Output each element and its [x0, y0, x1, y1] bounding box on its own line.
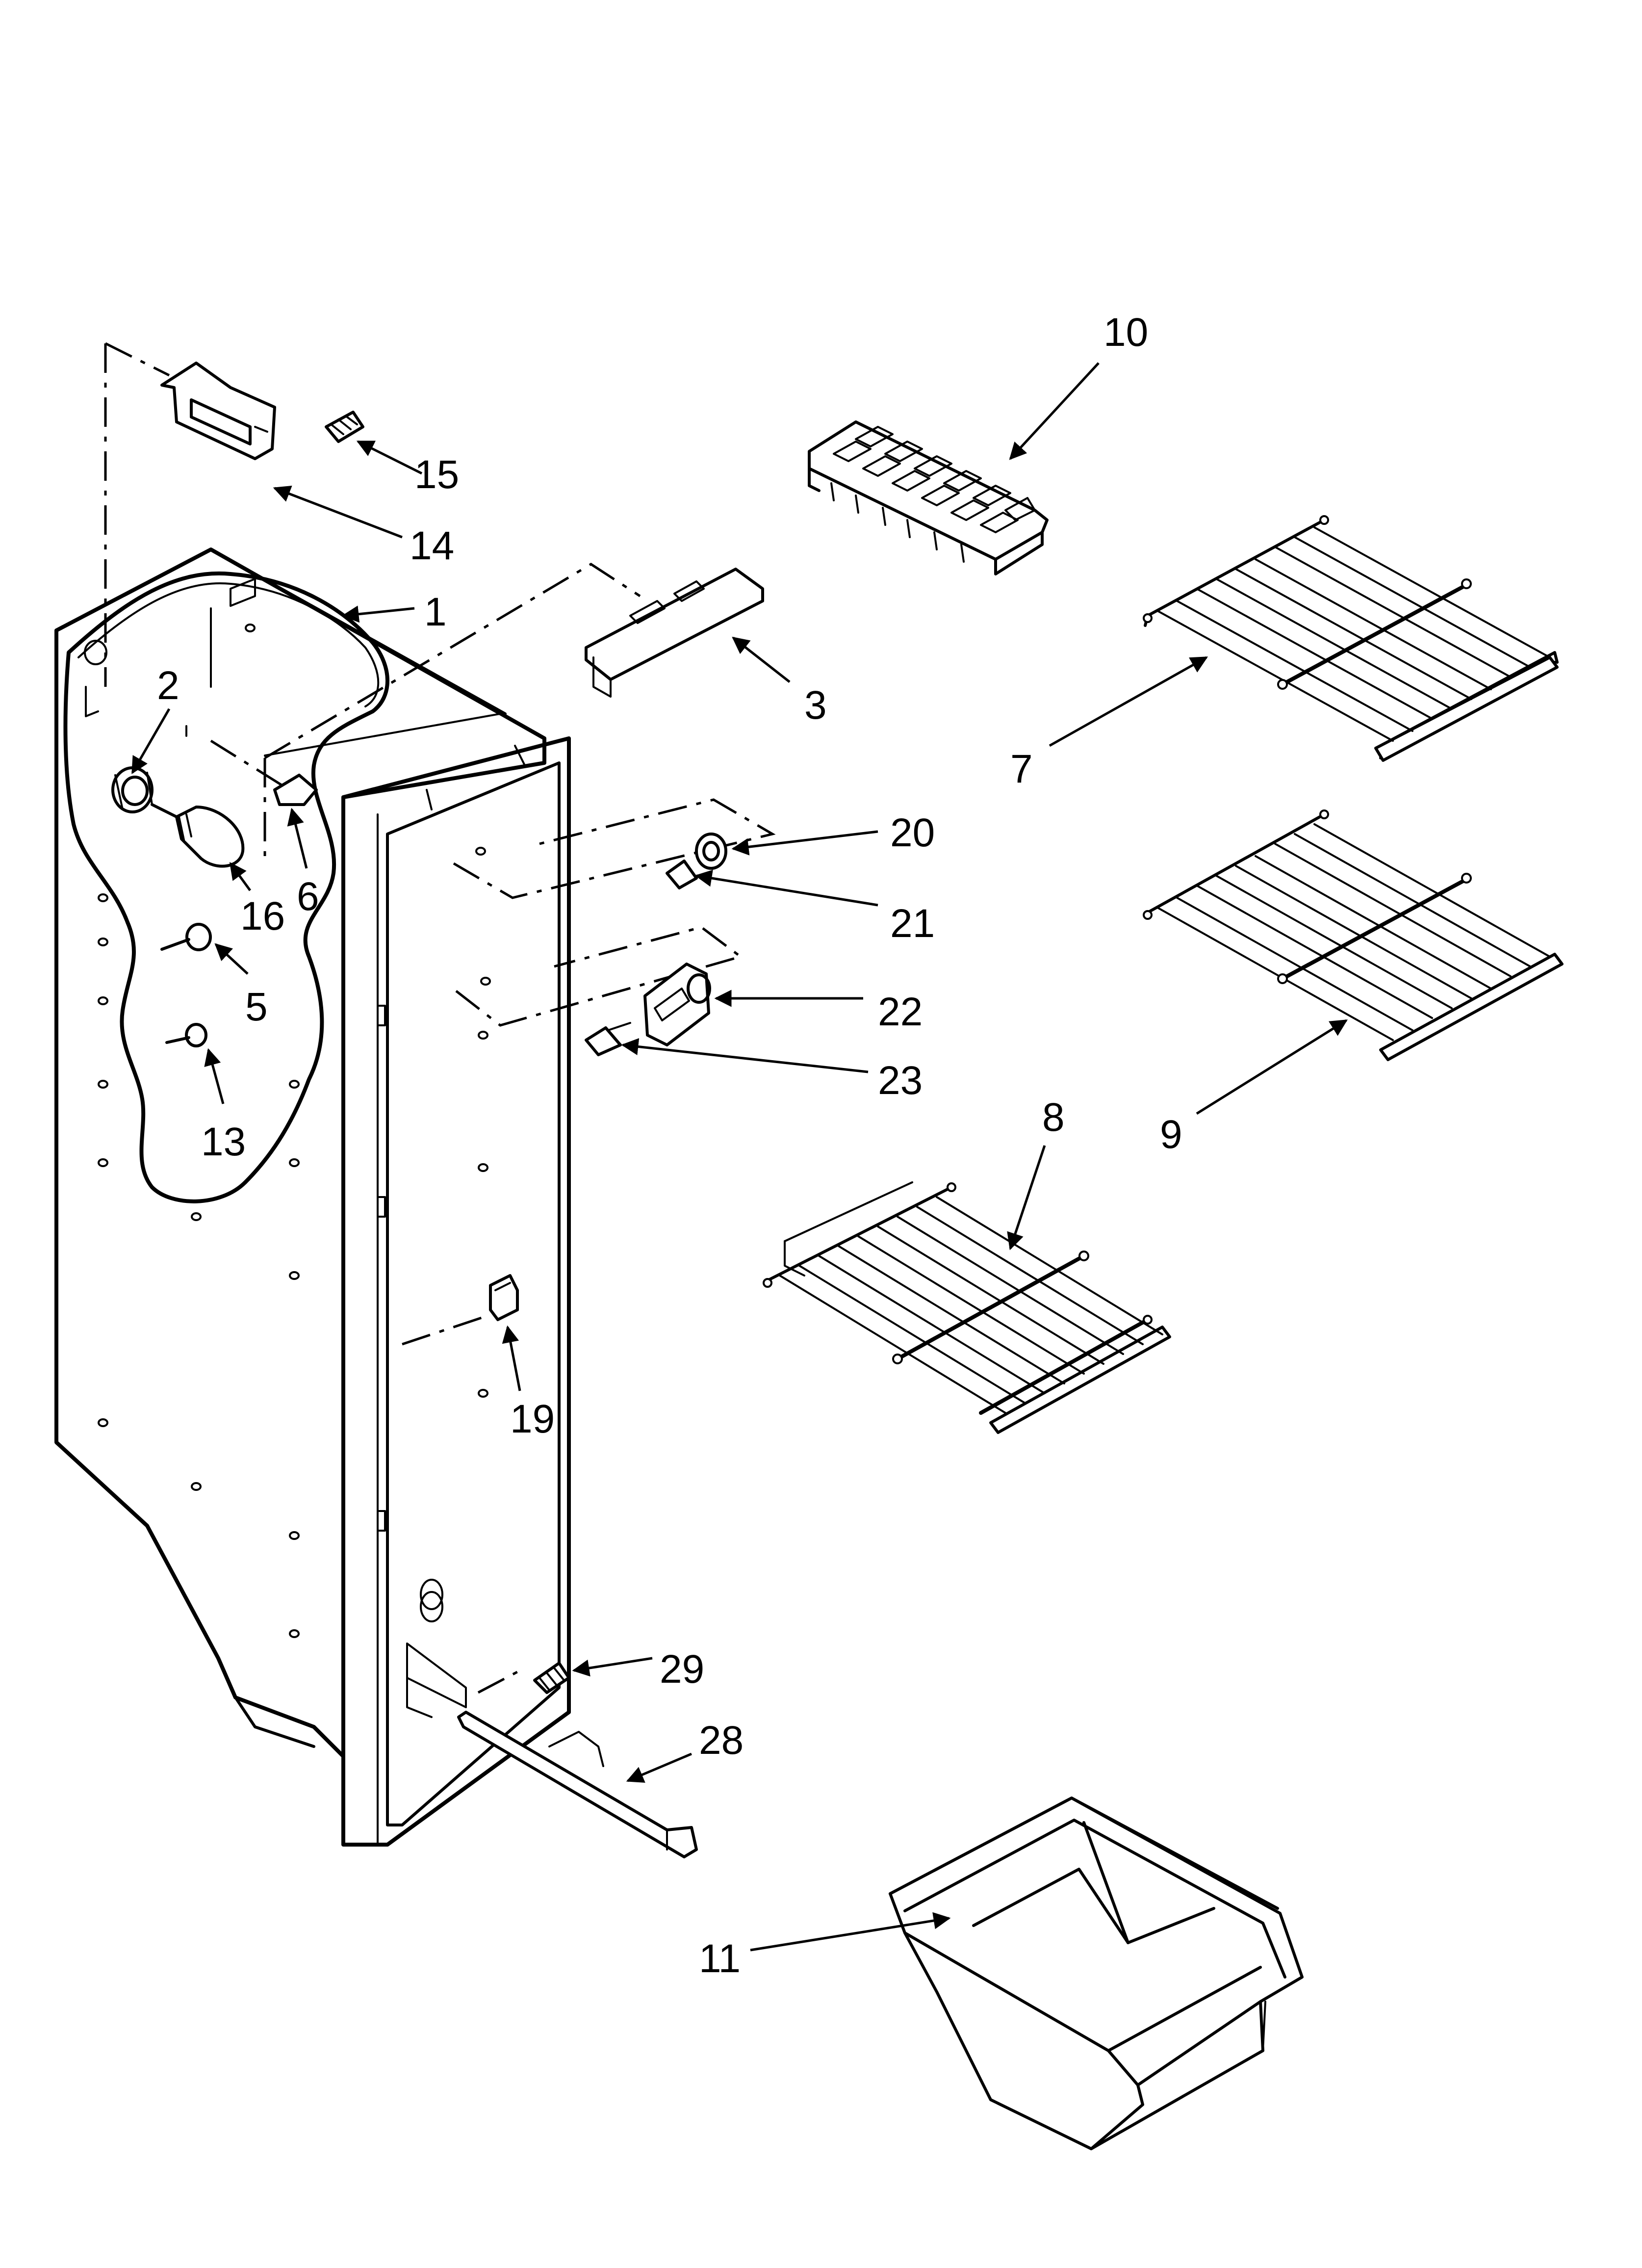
screw-part-21: [666, 860, 698, 889]
callout-11: 11: [699, 1936, 741, 1981]
callout-10: 10: [1103, 310, 1148, 355]
leader-lines: [131, 362, 1348, 1952]
light-socket-part-2: [111, 766, 154, 813]
light-bulb-part-16: [151, 803, 245, 868]
fastener-part-13: [165, 1023, 207, 1047]
assembly-guides: [104, 342, 776, 1694]
callout-1: 1: [424, 590, 447, 634]
screw-part-23: [585, 1022, 631, 1056]
screw-part-15: [325, 411, 364, 443]
liner-holes: [98, 624, 491, 1638]
callout-13: 13: [201, 1120, 246, 1164]
callout-23: 23: [878, 1058, 923, 1103]
freezer-liner: [54, 547, 571, 1847]
callout-20: 20: [890, 810, 935, 855]
callout-6: 6: [297, 874, 319, 919]
bracket-part-14: [160, 362, 276, 460]
callout-3: 3: [804, 683, 827, 728]
storage-bin-part-11: [889, 1797, 1304, 2150]
screw-part-29: [533, 1662, 570, 1694]
callout-2: 2: [157, 663, 180, 708]
callout-15: 15: [414, 452, 459, 497]
callout-7: 7: [1010, 747, 1033, 791]
callout-14: 14: [410, 523, 454, 568]
callout-labels: 1 2 3 5 6 7 8 9 10 11 13 14 15 16 19 20 …: [157, 310, 1182, 1981]
wire-shelf-part-8: [763, 1181, 1171, 1434]
switch-part-19: [489, 1274, 519, 1321]
wire-shelf-part-9: [1143, 809, 1564, 1061]
grommet-part-20: [695, 833, 727, 870]
light-shield-part-3: [585, 568, 764, 698]
clip-part-6: [273, 774, 318, 806]
callout-29: 29: [660, 1647, 704, 1692]
callout-21: 21: [890, 901, 935, 946]
rail-part-28: [457, 1711, 698, 1858]
wire-shelf-part-7: [1143, 515, 1559, 762]
callout-22: 22: [878, 990, 923, 1034]
callout-8: 8: [1042, 1095, 1065, 1140]
fastener-part-5: [160, 923, 212, 951]
ice-tray-part-10: [808, 420, 1049, 575]
callout-19: 19: [510, 1397, 555, 1441]
callout-28: 28: [699, 1718, 744, 1763]
callout-9: 9: [1160, 1112, 1182, 1157]
shelf-support-part-22: [643, 963, 711, 1046]
callout-16: 16: [240, 894, 285, 938]
callout-5: 5: [245, 985, 268, 1029]
